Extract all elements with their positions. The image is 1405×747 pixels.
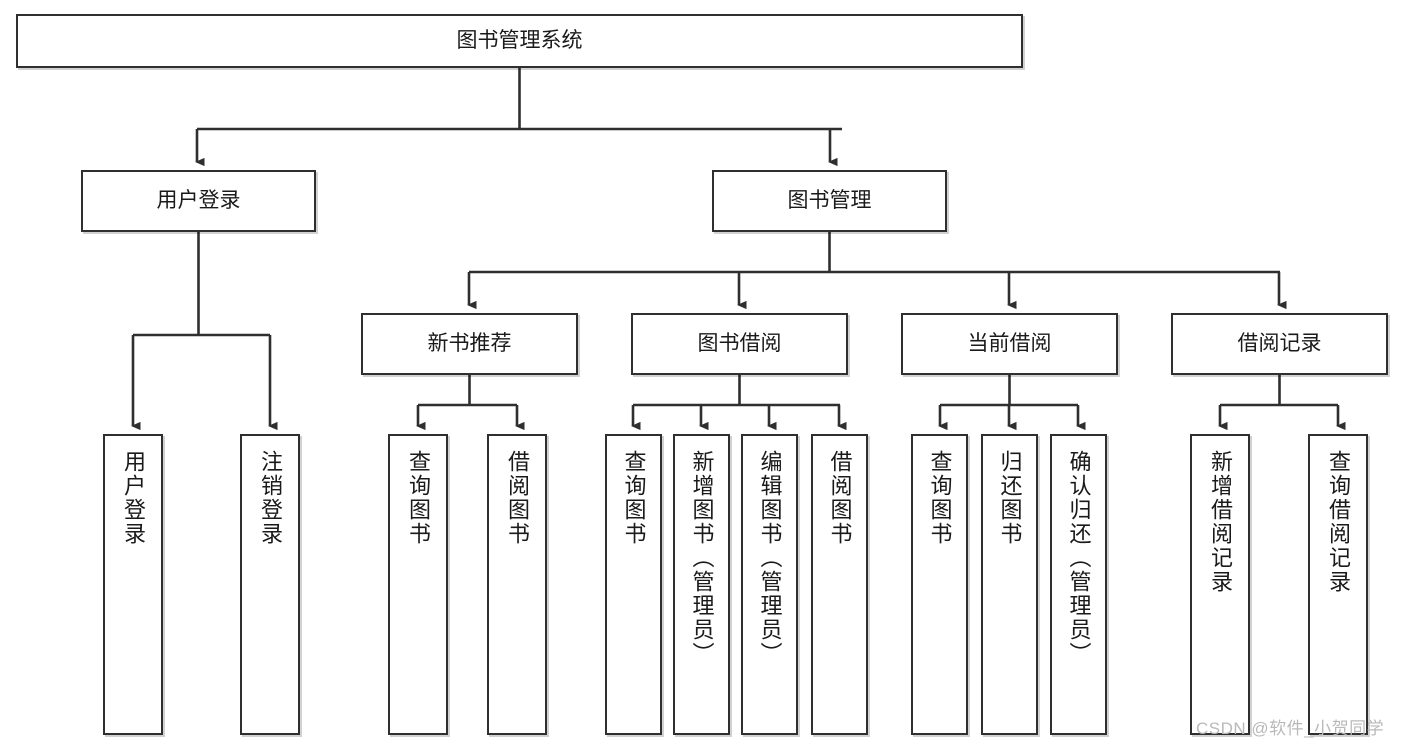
node-leaf-confirm-return-admin-label: 确认归还（管理员） (1066, 450, 1092, 666)
node-leaf-add-book-admin[interactable]: 新增图书（管理员） (673, 434, 730, 735)
node-leaf-add-book-admin-label: 新增图书（管理员） (689, 450, 715, 666)
node-book-manage-label: 图书管理 (787, 188, 872, 212)
node-new-book-recommend[interactable]: 新书推荐 (361, 313, 578, 375)
node-book-borrow-label: 图书借阅 (697, 331, 782, 355)
node-leaf-return-book[interactable]: 归还图书 (981, 434, 1038, 735)
node-leaf-query-book-1-label: 查询图书 (406, 450, 431, 546)
node-root[interactable]: 图书管理系统 (16, 14, 1023, 68)
node-leaf-confirm-return-admin[interactable]: 确认归还（管理员） (1050, 434, 1107, 735)
node-leaf-query-book-2-label: 查询图书 (621, 450, 647, 546)
node-leaf-user-logout-label: 注销登录 (258, 450, 283, 546)
node-book-borrow[interactable]: 图书借阅 (631, 313, 848, 375)
node-leaf-user-login[interactable]: 用户登录 (103, 434, 163, 735)
node-leaf-edit-book-admin[interactable]: 编辑图书（管理员） (741, 434, 798, 735)
node-current-borrow[interactable]: 当前借阅 (901, 313, 1118, 375)
node-leaf-edit-book-admin-label: 编辑图书（管理员） (757, 450, 783, 666)
node-leaf-query-borrow-record-label: 查询借阅记录 (1326, 450, 1351, 594)
node-leaf-borrow-book-1-label: 借阅图书 (505, 450, 530, 546)
node-borrow-record-label: 借阅记录 (1237, 331, 1322, 355)
node-leaf-query-borrow-record[interactable]: 查询借阅记录 (1308, 434, 1368, 735)
node-leaf-borrow-book-1[interactable]: 借阅图书 (487, 434, 547, 735)
node-book-manage[interactable]: 图书管理 (712, 170, 947, 232)
node-leaf-return-book-label: 归还图书 (997, 450, 1023, 546)
node-leaf-query-book-3-label: 查询图书 (927, 450, 953, 546)
node-leaf-add-borrow-record[interactable]: 新增借阅记录 (1190, 434, 1250, 735)
node-user-login[interactable]: 用户登录 (81, 170, 316, 232)
node-borrow-record[interactable]: 借阅记录 (1171, 313, 1388, 375)
node-leaf-borrow-book-2-label: 借阅图书 (827, 450, 853, 546)
node-leaf-query-book-1[interactable]: 查询图书 (388, 434, 448, 735)
node-leaf-add-borrow-record-label: 新增借阅记录 (1208, 450, 1233, 594)
node-root-label: 图书管理系统 (456, 28, 583, 52)
node-leaf-query-book-3[interactable]: 查询图书 (911, 434, 968, 735)
node-new-book-recommend-label: 新书推荐 (427, 331, 512, 355)
node-user-login-label: 用户登录 (156, 188, 241, 212)
node-leaf-borrow-book-2[interactable]: 借阅图书 (811, 434, 868, 735)
node-leaf-query-book-2[interactable]: 查询图书 (605, 434, 662, 735)
node-leaf-user-logout[interactable]: 注销登录 (240, 434, 300, 735)
csdn-watermark: CSDN @软件_小贺同学 (1196, 719, 1385, 738)
node-leaf-user-login-label: 用户登录 (121, 450, 146, 546)
node-current-borrow-label: 当前借阅 (967, 331, 1052, 355)
